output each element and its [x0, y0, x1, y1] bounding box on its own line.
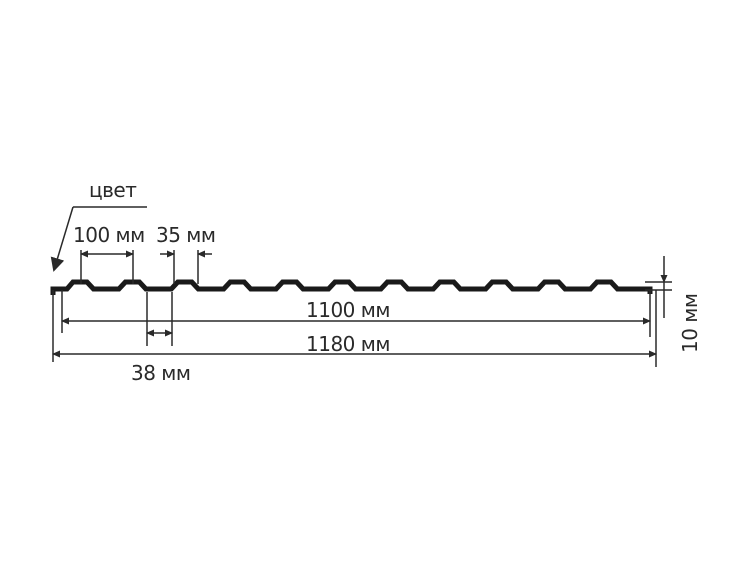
rib-top-label: 35 мм: [156, 223, 215, 247]
profile-outline: [50, 279, 653, 295]
color-arrow-line: [50, 206, 74, 272]
working-width-label: 1100 мм: [306, 298, 390, 322]
wave-pitch-label: 100 мм: [73, 223, 145, 247]
color-label: цвет: [89, 178, 137, 202]
total-width-label: 1180 мм: [306, 332, 390, 356]
height-label: 10 мм: [678, 294, 702, 353]
rib-bottom-label: 38 мм: [131, 361, 190, 385]
